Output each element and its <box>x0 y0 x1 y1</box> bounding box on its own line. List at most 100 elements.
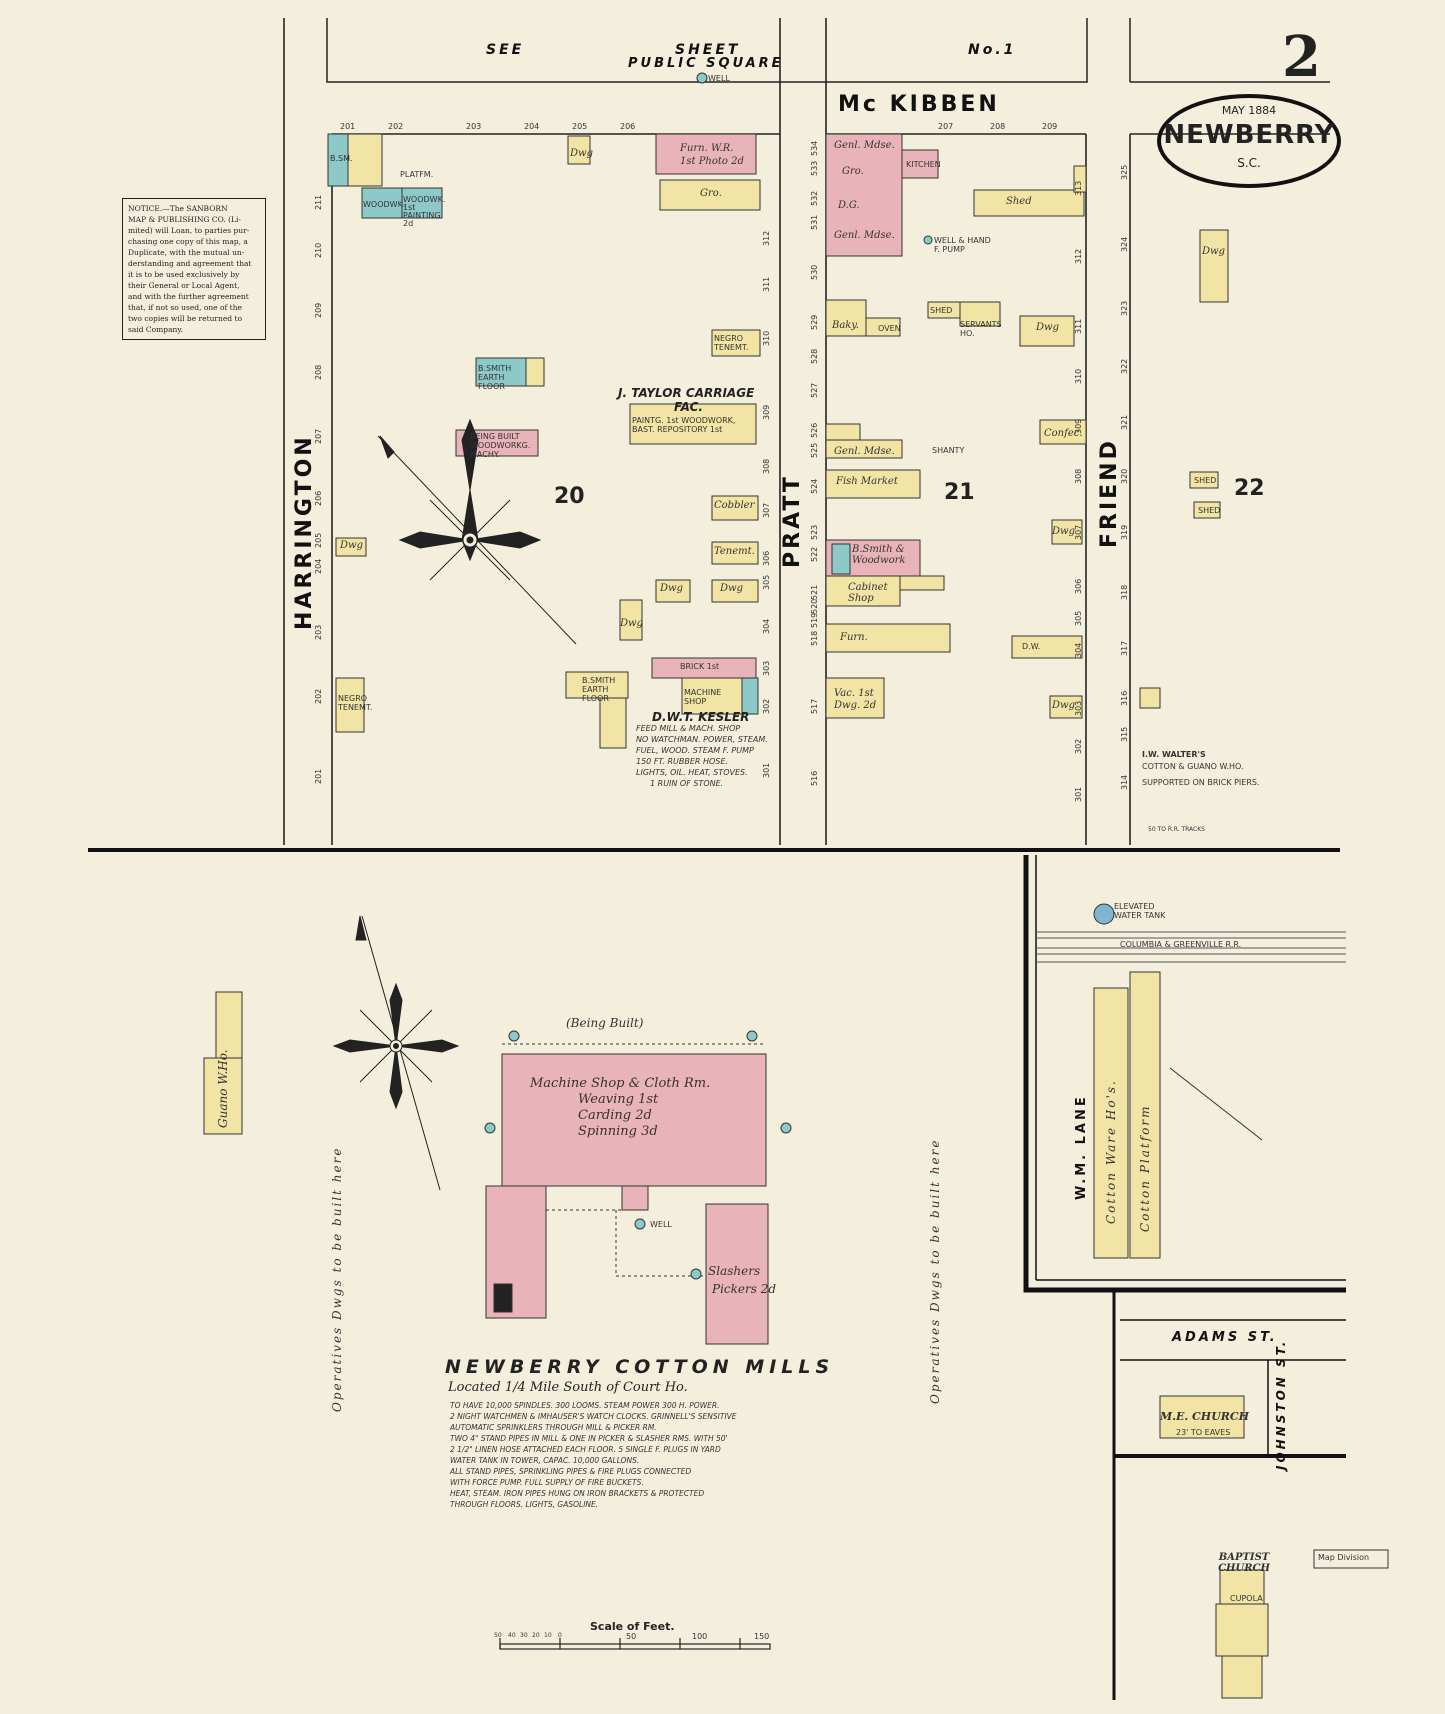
cotton-mill-buildings <box>485 1053 769 1345</box>
building-label: Cabinet Shop <box>848 582 888 604</box>
scale-tick: 40 <box>508 1632 516 1639</box>
scale-tick: 0 <box>558 1632 562 1639</box>
house-number: 517 <box>810 698 819 714</box>
mill-note-line: ALL STAND PIPES, SPRINKLING PIPES & FIRE… <box>450 1467 692 1476</box>
building-label: SERVANTS HO. <box>960 320 1002 338</box>
building-label: Fish Market <box>836 476 898 487</box>
house-number: 534 <box>810 140 819 156</box>
building-label: Furn. W.R. 1st Photo 2d <box>680 143 744 167</box>
building-label: KITCHEN <box>906 160 941 169</box>
house-number: 528 <box>810 348 819 364</box>
notice-line: two copies will be returned to <box>128 314 242 323</box>
guano-label: Guano W.Ho. <box>216 1049 230 1128</box>
building-label: Gro. <box>700 188 722 199</box>
house-number: 202 <box>388 122 404 131</box>
scale-tick: 150 <box>754 1632 770 1641</box>
building-label: Genl. Mdse. <box>834 140 895 151</box>
house-number: 302 <box>762 698 771 714</box>
house-number: 523 <box>810 524 819 540</box>
house-number: 205 <box>572 122 588 131</box>
guano-annex <box>215 991 243 1059</box>
kesler-line: NO WATCHMAN. POWER, STEAM. <box>636 735 768 744</box>
notice-line: and with the further agreement <box>128 292 249 301</box>
mill-main-line: Machine Shop & Cloth Rm. <box>530 1076 711 1091</box>
building-label: Dwg <box>1052 700 1075 711</box>
street-mckibben: Mc KIBBEN <box>838 92 1000 117</box>
kesler-title: D.W.T. KESLER <box>652 710 750 724</box>
house-number: 203 <box>314 624 323 640</box>
building-label: Confec. <box>1044 428 1083 439</box>
building-label: B.Smith & Woodwork <box>852 544 906 566</box>
church-buildings <box>1159 1395 1269 1699</box>
house-number: 530 <box>810 264 819 280</box>
mill-note-line: AUTOMATIC SPRINKLERS THROUGH MILL & PICK… <box>450 1423 657 1432</box>
house-number: 202 <box>314 688 323 704</box>
top-boundary <box>326 18 1330 83</box>
house-number: 205 <box>314 532 323 548</box>
building-label: D.G. <box>838 200 860 211</box>
house-number: 309 <box>762 404 771 420</box>
building-label: SHED <box>1194 476 1217 485</box>
house-number: 518 <box>810 630 819 646</box>
house-number: 521 <box>810 584 819 600</box>
me-church-note: 23' TO EAVES <box>1176 1428 1231 1437</box>
block-21-buildings <box>825 133 1087 719</box>
house-number: 306 <box>1074 578 1083 594</box>
me-church-label: M.E. CHURCH <box>1160 1410 1250 1423</box>
notice-line: their General or Local Agent, <box>128 281 240 290</box>
house-number: 304 <box>1074 642 1083 658</box>
building-label: SHANTY <box>932 446 965 455</box>
pickers-label: Pickers 2d <box>712 1282 777 1296</box>
building-label: B.SMITH EARTH FLOOR <box>582 676 616 703</box>
sheet-label: SHEET <box>675 42 741 58</box>
notice-line: NOTICE.—The SANBORN <box>128 204 228 213</box>
taylor-fac-label: FAC. <box>674 400 703 414</box>
house-number: 316 <box>1120 690 1129 706</box>
block-22-buildings <box>1139 229 1229 709</box>
scale-title: Scale of Feet. <box>590 1620 675 1633</box>
house-number: 304 <box>762 618 771 634</box>
scale-bar <box>499 1638 771 1650</box>
house-number: 532 <box>810 190 819 206</box>
public-square-label: PUBLIC SQUARE <box>628 56 784 71</box>
house-number: 325 <box>1120 164 1129 180</box>
building-label: WELL & HAND F. PUMP <box>934 236 991 254</box>
cotton-warehouses <box>1093 971 1161 1259</box>
house-number: 323 <box>1120 300 1129 316</box>
house-number: 208 <box>314 364 323 380</box>
compass-rose-upper <box>377 418 577 645</box>
mill-subtitle: Located 1/4 Mile South of Court Ho. <box>448 1380 688 1395</box>
notice-line: chasing one copy of this map, a <box>128 237 248 246</box>
house-number: 201 <box>340 122 356 131</box>
house-number: 201 <box>314 768 323 784</box>
railroad-label: COLUMBIA & GREENVILLE R.R. <box>1120 940 1242 949</box>
house-number: 319 <box>1120 524 1129 540</box>
house-number: 522 <box>810 546 819 562</box>
building-label: BRICK 1st <box>680 662 720 671</box>
building-label: Shed <box>1006 196 1032 207</box>
building-label: Dwg <box>570 148 593 159</box>
notice-line: said Company. <box>128 325 183 334</box>
cotton-warehouse-label: Cotton Ware Ho's. <box>1104 1079 1118 1224</box>
building-label: Dwg <box>340 540 363 551</box>
building-label: SHED <box>930 306 953 315</box>
house-number: 303 <box>762 660 771 676</box>
elevated-water-tank <box>1093 903 1115 925</box>
building-label: MACHINE SHOP <box>684 688 722 706</box>
house-number: 519 <box>810 612 819 628</box>
house-number: 209 <box>314 302 323 318</box>
street-pratt: PRATT <box>780 474 805 568</box>
house-number: 315 <box>1120 726 1129 742</box>
scale-tick: 100 <box>692 1632 708 1641</box>
house-number: 524 <box>810 478 819 494</box>
building-label: NEGRO TENEMT. <box>338 694 373 712</box>
tank-label: ELEVATED WATER TANK <box>1114 902 1166 920</box>
logo-town: NEWBERRY <box>1163 120 1335 150</box>
house-number: 207 <box>938 122 954 131</box>
scale-tick: 30 <box>520 1632 528 1639</box>
walters-title: I.W. WALTER'S <box>1142 750 1206 759</box>
building-label: Dwg <box>660 583 683 594</box>
building-label: Vac. 1st Dwg. 2d <box>834 688 877 711</box>
house-number: 318 <box>1120 584 1129 600</box>
